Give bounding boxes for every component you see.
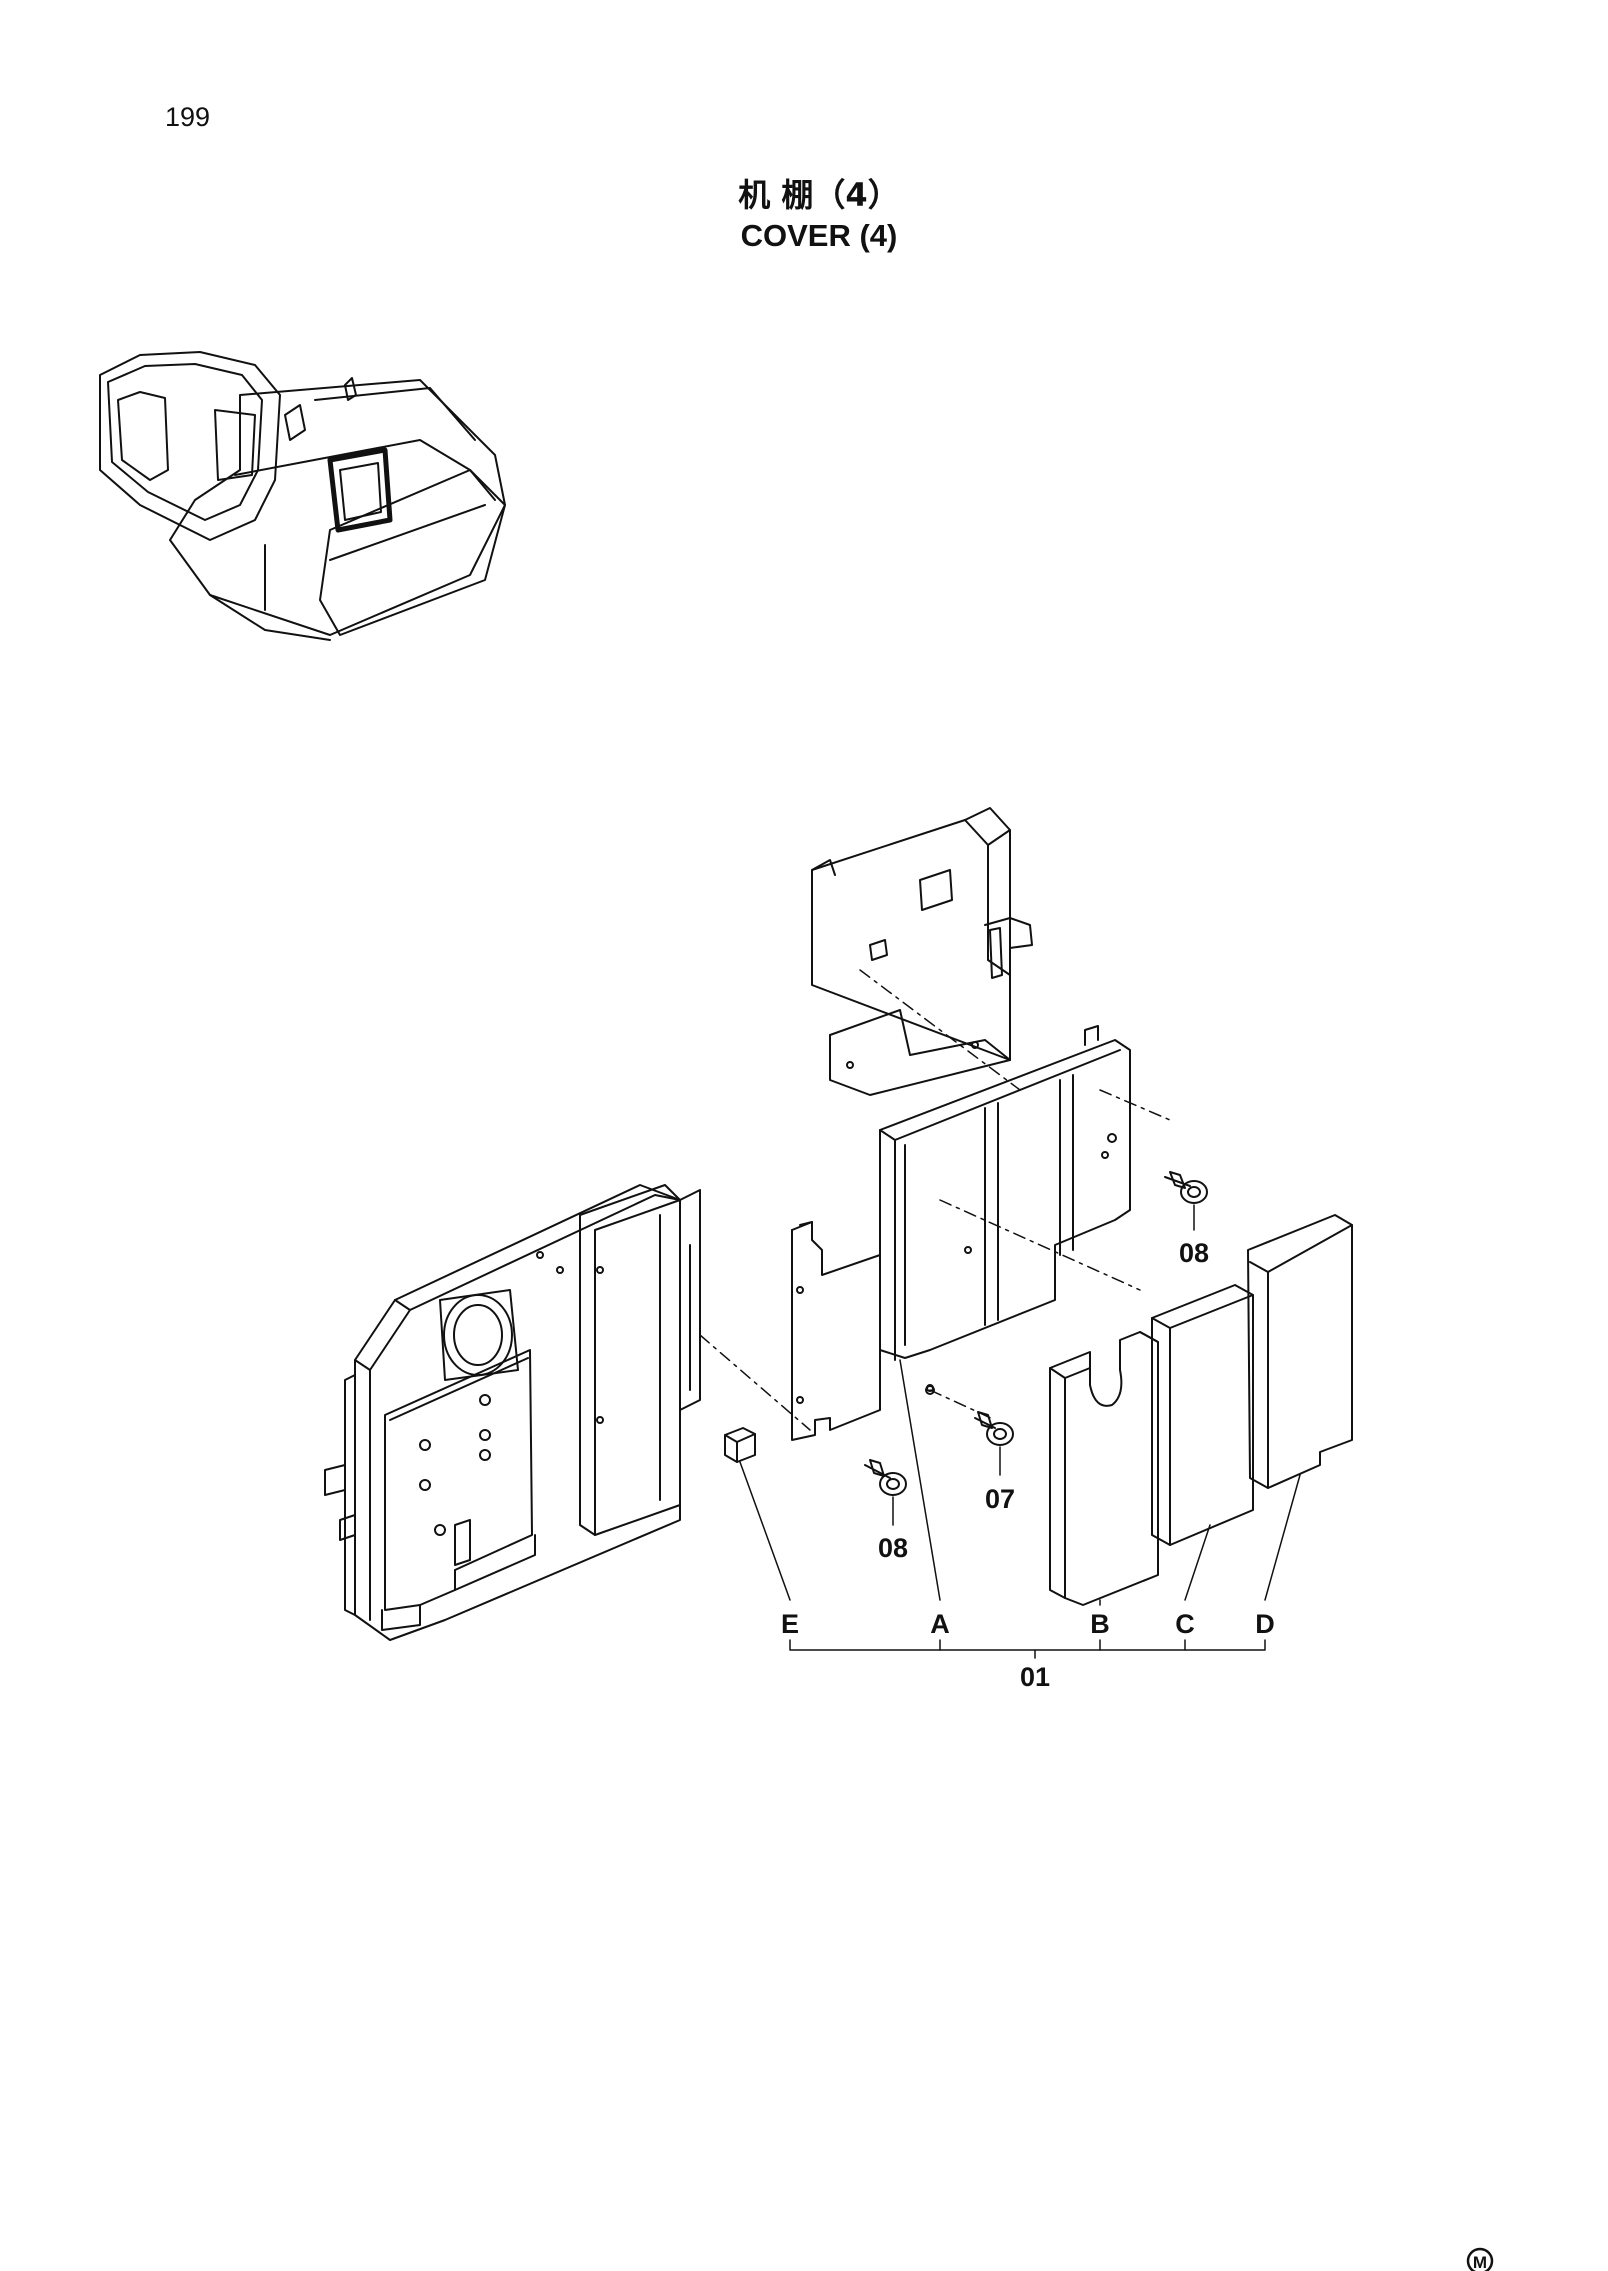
callout-label-e: E	[781, 1609, 799, 1639]
bolt-08-upper	[1107, 1133, 1208, 1204]
callout-label-b: B	[1090, 1609, 1110, 1639]
assembly-alignment-lines	[699, 969, 1171, 1431]
side-panel	[324, 1184, 701, 1641]
excavator-overview-illustration	[99, 351, 506, 641]
footer-mark-letter: M	[1473, 2253, 1487, 2271]
upper-partition-panel	[811, 807, 1033, 1096]
page-number: 199	[165, 102, 211, 132]
bolt-08-lower	[864, 1459, 907, 1496]
callout-label-c: C	[1175, 1609, 1195, 1639]
circled-m-icon: M	[1466, 2247, 1494, 2271]
insulation-pad-d	[1247, 1214, 1353, 1489]
callout-label-d: D	[1255, 1609, 1275, 1639]
insulation-pad-b	[1049, 1331, 1159, 1606]
title-chinese: 机 棚（4）	[738, 176, 900, 214]
callout-label-a: A	[930, 1609, 950, 1639]
callout-label-01: 01	[1020, 1662, 1050, 1692]
callout-label-08-lower: 08	[878, 1533, 908, 1563]
frame-part-a	[791, 1025, 1131, 1441]
callout-leader-lines	[739, 1204, 1301, 1659]
insulation-pad-c	[1151, 1284, 1254, 1546]
callout-label-07: 07	[985, 1484, 1015, 1514]
part-e-block	[724, 1427, 756, 1463]
title-english: COVER (4)	[740, 218, 898, 253]
bolt-07	[925, 1385, 1014, 1446]
callout-label-08-upper: 08	[1179, 1238, 1209, 1268]
